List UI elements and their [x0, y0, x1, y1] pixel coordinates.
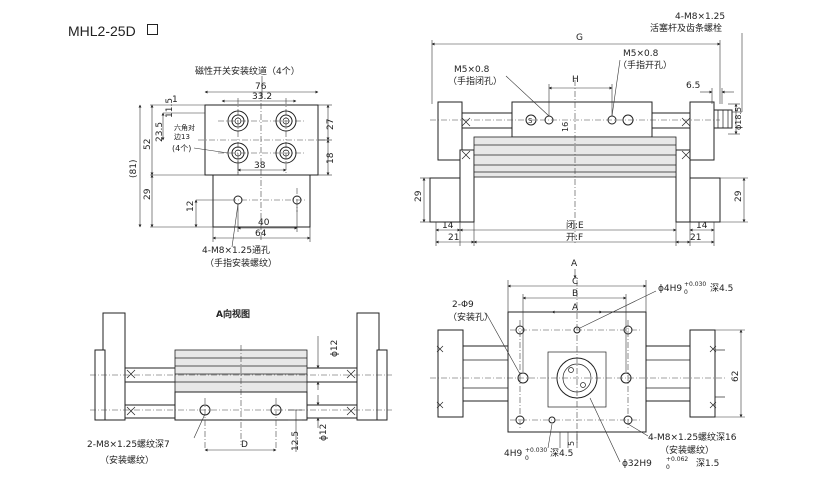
dim-phi12-bottom: ϕ12 — [319, 424, 329, 441]
dim-11-5: 11.5 — [165, 98, 175, 118]
bore-depth: 深1.5 — [696, 458, 719, 469]
dim-12-5: 12.5 — [291, 431, 301, 451]
close-port-subnote: （手指闭孔） — [448, 75, 502, 87]
dim-A: A — [572, 303, 579, 313]
checkbox-square-icon — [147, 24, 158, 35]
view-top-left: 磁性开关安装纹道（4个） 76 33.2 (81) 52 23.5 11.5 1… — [129, 65, 336, 269]
mount-holes-subnote: （安装孔） — [448, 311, 493, 323]
dowel-depth: 深4.5 — [710, 283, 733, 294]
dim-14-left: 14 — [442, 221, 454, 231]
key-note: 4H9 — [504, 449, 522, 459]
dim-18: 18 — [326, 152, 336, 164]
dowel-note: ϕ4H9 — [658, 284, 682, 294]
hex-label-2: 边13 — [174, 132, 190, 141]
sensor-slot-note: 磁性开关安装纹道（4个） — [195, 65, 300, 77]
dim-33-2: 33.2 — [252, 92, 272, 102]
dim-76: 76 — [255, 82, 267, 92]
dim-23-5: 23.5 — [155, 122, 165, 142]
dim-16: 16 — [561, 122, 570, 132]
hex-bolt-icon — [275, 142, 297, 164]
dim-H: H — [572, 75, 579, 85]
view-bottom-left: A向视图 ϕ12 ϕ12 — [87, 308, 392, 466]
port-s-label: S — [528, 117, 533, 125]
dowel-tol-lo: 0 — [684, 289, 688, 296]
dim-38: 38 — [254, 161, 266, 171]
drawing-title: MHL2-25D — [68, 23, 136, 39]
open-port-subnote: （手指开孔） — [618, 59, 672, 71]
view-top-right: S G 4-M8×1.25 活塞杆及齿条螺栓 M5×0.8 （手指开孔） M5×… — [414, 12, 748, 246]
dim-40: 40 — [258, 218, 270, 228]
hex-label-1: 六角对 — [174, 123, 195, 132]
dim-29-tr-left: 29 — [414, 190, 424, 202]
a-view-heading: A向视图 — [216, 308, 250, 320]
finger-thread-note: 4-M8×1.25通孔 — [202, 245, 270, 256]
view-bottom-right: A — [430, 259, 745, 471]
dim-5: 5 — [567, 441, 576, 446]
bore-tol-up: +0.062 — [666, 456, 688, 463]
bore-note: ϕ32H9 — [622, 459, 652, 469]
key-tol-up: +0.030 — [525, 447, 547, 454]
dim-1: 1 — [172, 95, 178, 105]
mount-holes-note: 2-Φ9 — [452, 300, 474, 310]
dim-C: C — [572, 277, 578, 287]
dim-29-tr-right: 29 — [734, 190, 744, 202]
dim-52: 52 — [143, 139, 153, 150]
key-depth: 深4.5 — [550, 448, 573, 459]
dim-64: 64 — [255, 229, 267, 239]
dim-27: 27 — [326, 119, 336, 130]
hex-bolt-icon — [275, 110, 297, 132]
thread16-note: 4-M8×1.25螺纹深16 — [648, 431, 737, 443]
hex-count: (4个) — [172, 144, 191, 153]
dim-21-right: 21 — [690, 233, 701, 243]
dim-29-left: 29 — [143, 188, 153, 200]
close-port-note: M5×0.8 — [454, 65, 490, 75]
label-open-F: 开:F — [566, 232, 583, 243]
mount-thread-note: 2-M8×1.25螺纹深7 — [87, 438, 170, 450]
key-tol-lo: 0 — [525, 455, 529, 462]
open-port-note: M5×0.8 — [623, 49, 659, 59]
dim-12-left: 12 — [186, 201, 196, 212]
dim-phi18-5: ϕ18.5 — [734, 107, 743, 130]
dim-G: G — [576, 33, 583, 43]
dowel-tol-up: +0.030 — [684, 281, 706, 288]
thread16-subnote: （安装螺纹） — [660, 444, 714, 456]
dim-B: B — [572, 289, 578, 299]
bore-tol-lo: 0 — [666, 464, 670, 471]
piston-bolt-subnote: 活塞杆及齿条螺栓 — [650, 22, 722, 34]
finger-thread-subnote: （手指安装螺纹） — [205, 257, 277, 269]
label-close-E: 闭:E — [566, 219, 584, 231]
hex-bolt-icon — [227, 110, 249, 132]
dim-21-left: 21 — [448, 233, 459, 243]
dim-81: (81) — [129, 160, 139, 178]
mount-thread-subnote: （安装螺纹） — [100, 454, 154, 466]
dim-62: 62 — [731, 371, 741, 382]
dim-6-5: 6.5 — [686, 81, 700, 91]
dim-D: D — [241, 440, 248, 450]
section-a-label: A — [571, 259, 578, 269]
dim-14-right: 14 — [696, 221, 708, 231]
piston-bolt-note: 4-M8×1.25 — [675, 12, 725, 22]
dim-phi12-top: ϕ12 — [330, 340, 340, 357]
